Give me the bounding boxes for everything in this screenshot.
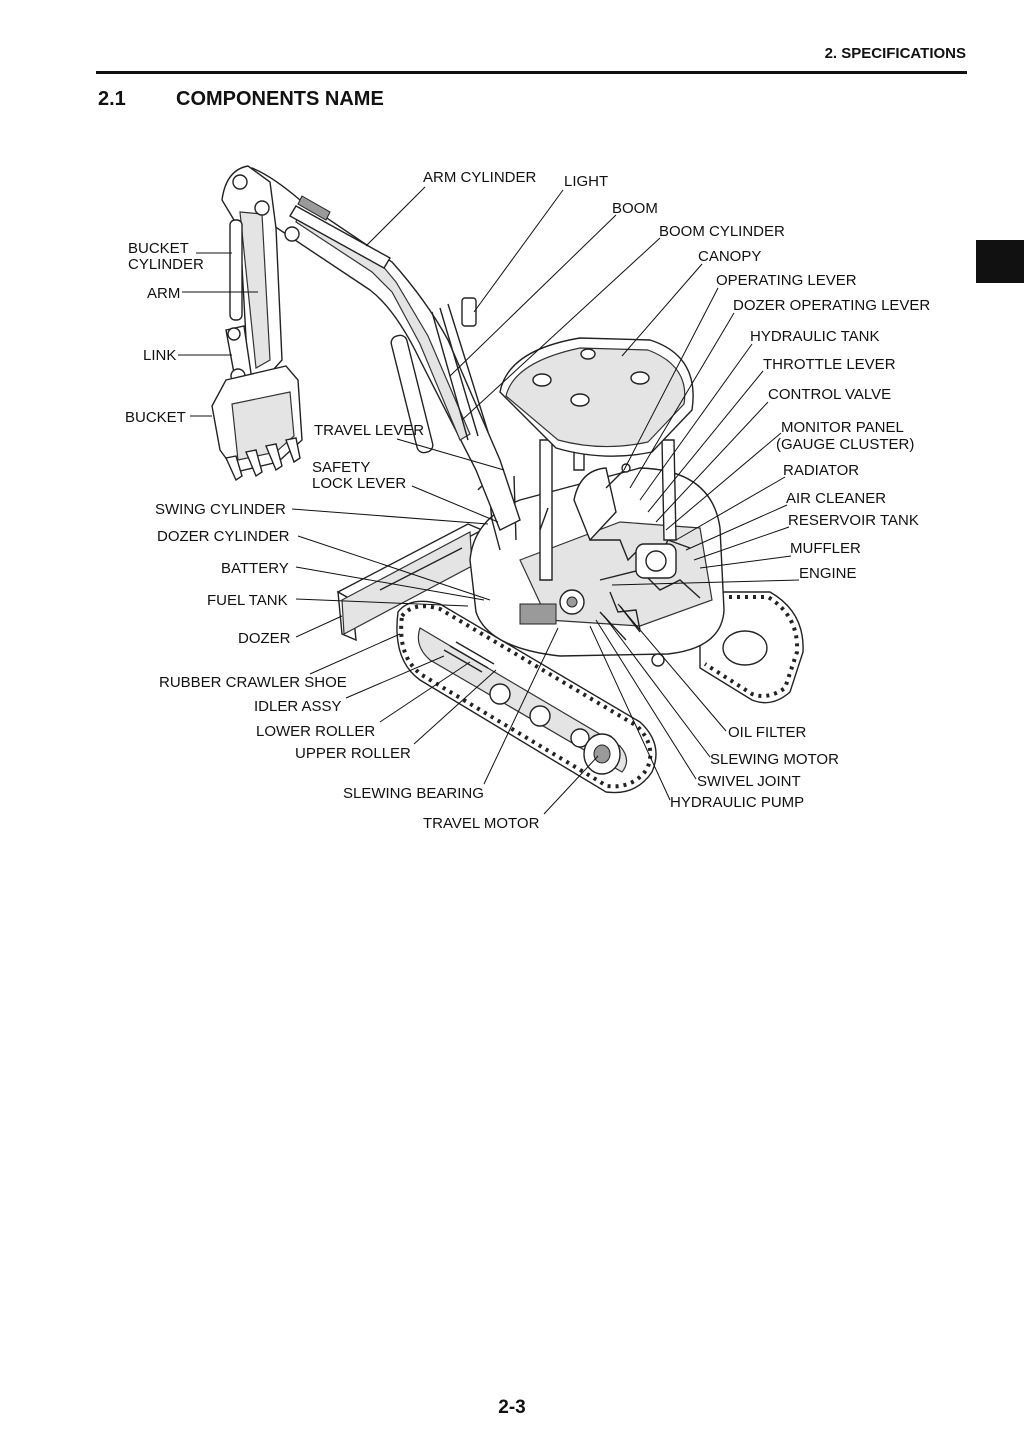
label-boom-cylinder: BOOM CYLINDER xyxy=(659,223,785,240)
label-bucket-cylinder: BUCKET xyxy=(128,240,189,257)
upper-structure xyxy=(469,467,725,667)
label-safety-lock-lever: SAFETY xyxy=(312,459,370,476)
label-oil-filter: OIL FILTER xyxy=(728,724,807,741)
label-throttle-lever: THROTTLE LEVER xyxy=(763,356,896,373)
label-dozer-operating-lever: DOZER OPERATING LEVER xyxy=(733,297,930,314)
label-control-valve: CONTROL VALVE xyxy=(768,386,891,403)
label-swivel-joint: SWIVEL JOINT xyxy=(697,773,801,790)
label-upper-roller: UPPER ROLLER xyxy=(295,745,411,762)
label-air-cleaner: AIR CLEANER xyxy=(786,490,886,507)
label-bucket: BUCKET xyxy=(125,409,186,426)
label-arm-cylinder: ARM CYLINDER xyxy=(423,169,537,186)
label-idler-assy: IDLER ASSY xyxy=(254,698,342,715)
label-rubber-crawler-shoe: RUBBER CRAWLER SHOE xyxy=(159,674,347,691)
label-lower-roller: LOWER ROLLER xyxy=(256,723,375,740)
label-safety-lock-lever-2: LOCK LEVER xyxy=(312,475,406,492)
label-bucket-cylinder-2: CYLINDER xyxy=(128,256,204,273)
label-radiator: RADIATOR xyxy=(783,462,859,479)
label-slewing-motor: SLEWING MOTOR xyxy=(710,751,839,768)
excavator-illustration xyxy=(211,165,804,794)
label-gauge-cluster: (GAUGE CLUSTER) xyxy=(776,436,914,453)
label-canopy: CANOPY xyxy=(698,248,761,265)
label-boom: BOOM xyxy=(612,200,658,217)
label-dozer-cylinder: DOZER CYLINDER xyxy=(157,528,290,545)
component-labels: ARM CYLINDER LIGHT BOOM BOOM CYLINDER CA… xyxy=(125,169,930,832)
label-operating-lever: OPERATING LEVER xyxy=(716,272,857,289)
left-crawler-track xyxy=(396,600,657,794)
label-engine: ENGINE xyxy=(799,565,857,582)
arm-assembly xyxy=(221,165,300,381)
label-travel-motor: TRAVEL MOTOR xyxy=(423,815,540,832)
label-link: LINK xyxy=(143,347,176,364)
label-hydraulic-tank: HYDRAULIC TANK xyxy=(750,328,879,345)
label-travel-lever: TRAVEL LEVER xyxy=(314,422,424,439)
section-title: COMPONENTS NAME xyxy=(176,88,384,110)
label-fuel-tank: FUEL TANK xyxy=(207,592,288,609)
label-light: LIGHT xyxy=(564,173,608,190)
label-swing-cylinder: SWING CYLINDER xyxy=(155,501,286,518)
label-reservoir-tank: RESERVOIR TANK xyxy=(788,512,919,529)
label-monitor-panel: MONITOR PANEL xyxy=(781,419,904,436)
leader-lines xyxy=(178,186,800,815)
section-number: 2.1 xyxy=(98,88,126,110)
label-hydraulic-pump: HYDRAULIC PUMP xyxy=(670,794,804,811)
label-dozer: DOZER xyxy=(238,630,291,647)
label-battery: BATTERY xyxy=(221,560,289,577)
canopy-frame xyxy=(499,337,694,581)
running-header: 2. SPECIFICATIONS xyxy=(824,45,966,62)
label-arm: ARM xyxy=(147,285,180,302)
header-rule xyxy=(96,71,967,74)
page-number: 2-3 xyxy=(498,1397,526,1418)
bucket-and-link xyxy=(211,325,303,482)
label-muffler: MUFFLER xyxy=(790,540,861,557)
chapter-thumb-tab xyxy=(976,240,1024,283)
label-slewing-bearing: SLEWING BEARING xyxy=(343,785,484,802)
right-crawler-track xyxy=(699,591,804,704)
